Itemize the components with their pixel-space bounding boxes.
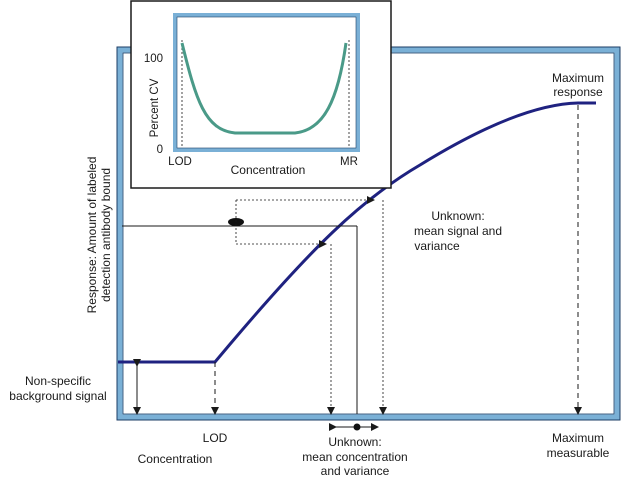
max-measurable-label: Maximum	[552, 431, 604, 445]
unknown-signal-label: Unknown:	[431, 209, 484, 223]
unknown-signal-lines	[122, 196, 387, 415]
unknown-concentration-label-2: mean concentration	[302, 450, 407, 464]
unknown-concentration-label: Unknown:	[328, 435, 381, 449]
unknown-concentration-variance-arrow	[329, 423, 379, 431]
max-response-label: Maximum	[552, 71, 604, 85]
unknown-concentration-label-3: and variance	[321, 464, 390, 478]
inset-x-lod: LOD	[168, 156, 192, 168]
svg-text:detection antibody bound: detection antibody bound	[99, 168, 113, 302]
percent-cv-inset: Percent CV 100 0 LOD Concentration MR	[130, 0, 392, 189]
inset-x-label: Concentration	[231, 163, 306, 177]
unknown-signal-label-3: variance	[414, 239, 460, 253]
max-measurable-label-2: measurable	[547, 446, 610, 460]
inset-x-mr: MR	[340, 156, 358, 168]
x-concentration-label: Concentration	[138, 452, 213, 466]
max-response-label-2: response	[553, 85, 603, 99]
inset-y-tick-100: 100	[144, 53, 163, 65]
svg-text:Response: Amount of labeled: Response: Amount of labeled	[85, 157, 99, 314]
y-axis-label: Response: Amount of labeled detection an…	[85, 157, 113, 314]
percent-cv-curve	[180, 42, 348, 135]
background-signal-label-2: background signal	[9, 389, 106, 403]
x-lod-label: LOD	[203, 431, 228, 445]
background-signal-label: Non-specific	[25, 374, 91, 388]
inset-y-label: Percent CV	[149, 78, 161, 137]
inset-y-tick-0: 0	[157, 144, 163, 156]
unknown-signal-label-2: mean signal and	[414, 224, 502, 238]
dose-response-curve	[118, 101, 596, 364]
